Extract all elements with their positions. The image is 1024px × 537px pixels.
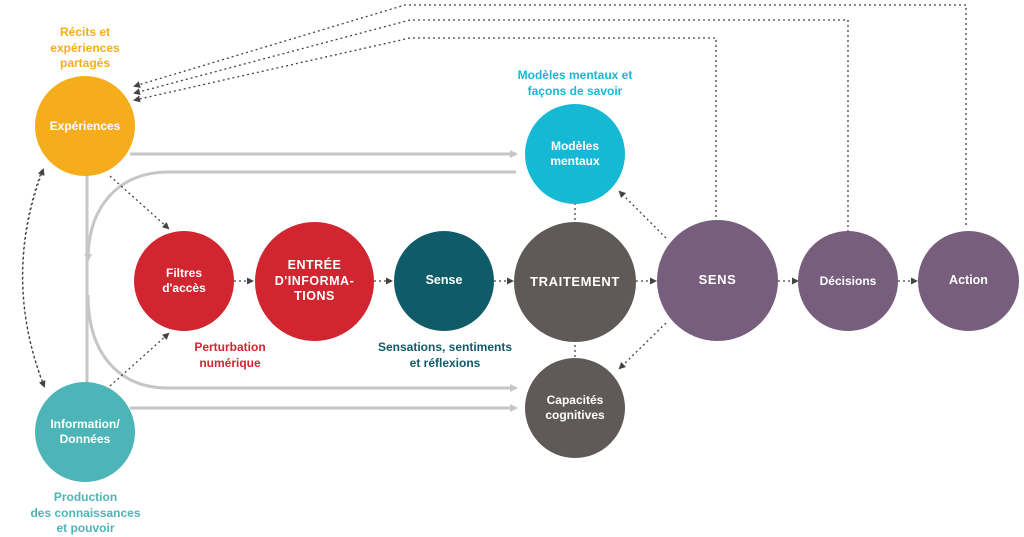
node-experiences: Expériences [35, 76, 135, 176]
arrow-information-filtres [109, 332, 170, 387]
feedback-action [133, 4, 967, 225]
arrow-sens-modeles [618, 190, 667, 239]
node-filtres-label: Filtres d'accès [162, 266, 206, 295]
node-information: Information/ Données [35, 382, 135, 482]
node-traitement-label: TRAITEMENT [530, 273, 620, 289]
node-sense: Sense [394, 231, 494, 331]
label-recits: Récits et expériences partagés [50, 25, 120, 71]
label-perturbation: Perturbation numérique [194, 340, 266, 370]
connector-curve-modeles [84, 170, 516, 262]
label-sensations: Sensations, sentiments et réflexions [377, 340, 513, 370]
node-action-label: Action [949, 273, 988, 288]
arrow-sens-capacites [618, 322, 667, 370]
feedback-decisions [133, 19, 849, 232]
arrow-experiences-information [21, 169, 46, 388]
feedback-sens [133, 37, 717, 222]
connector-curve-capacites [86, 294, 518, 392]
node-decisions: Décisions [798, 231, 898, 331]
node-entree-label: ENTRÉE D'INFORMA- TIONS [274, 258, 355, 304]
arrow-information-experiences [22, 168, 45, 387]
label-production: Production des connaissances et pouvoir [30, 490, 141, 536]
node-modeles-label: Modèles mentaux [550, 139, 600, 168]
node-sense-label: Sense [425, 273, 463, 288]
node-traitement: TRAITEMENT [514, 222, 636, 342]
node-modeles: Modèles mentaux [525, 104, 625, 204]
node-information-label: Information/ Données [50, 417, 120, 446]
node-sens-label: SENS [698, 272, 737, 288]
node-action: Action [918, 231, 1019, 331]
node-entree: ENTRÉE D'INFORMA- TIONS [255, 222, 374, 341]
node-filtres: Filtres d'accès [134, 231, 234, 331]
node-decisions-label: Décisions [819, 273, 877, 288]
node-capacites-label: Capacités cognitives [545, 393, 605, 422]
label-modeles-savoir: Modèles mentaux et façons de savoir [517, 68, 633, 98]
node-capacites: Capacités cognitives [525, 358, 625, 458]
arrow-experiences-filtres [109, 175, 170, 230]
node-experiences-label: Expériences [49, 118, 121, 133]
node-sens: SENS [657, 220, 778, 341]
